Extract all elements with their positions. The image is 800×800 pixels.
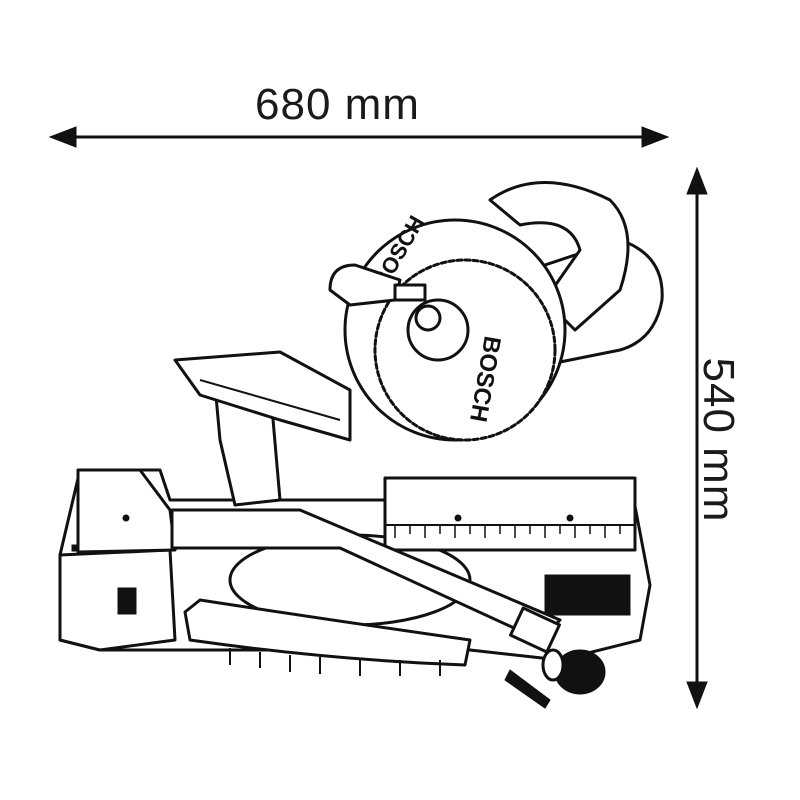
saw-blade: BOSCH BOSCH — [343, 211, 567, 442]
width-dimension-label: 680 mm — [255, 80, 420, 129]
height-dimension-arrow — [686, 166, 708, 710]
width-dimension-arrow — [48, 126, 670, 148]
saw-handle[interactable] — [328, 263, 427, 307]
mitre-lock-knob[interactable] — [504, 648, 606, 709]
fence-right — [383, 476, 637, 552]
mitre-arm — [170, 508, 562, 654]
support-column — [173, 350, 352, 507]
